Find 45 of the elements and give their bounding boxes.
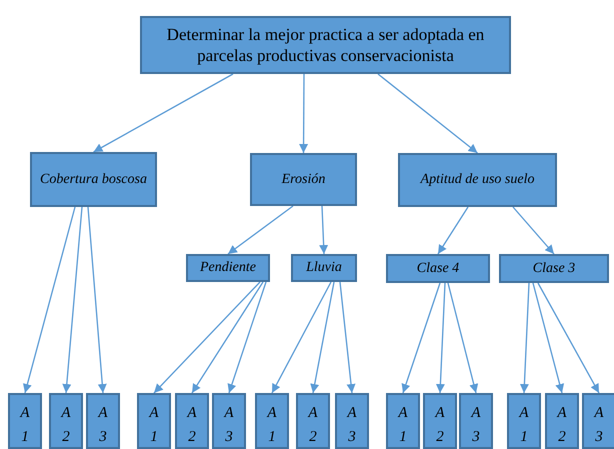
concept-box: A 2 (545, 393, 579, 449)
arrow (271, 282, 332, 394)
arrow (228, 282, 267, 394)
arrow (436, 282, 446, 394)
concept-box: A 1 (8, 393, 42, 449)
arrow (154, 282, 260, 394)
concept-box: Cobertura boscosa (30, 152, 157, 207)
concept-box: Lluvia (291, 254, 357, 282)
arrow (339, 282, 356, 394)
concept-box: A 2 (175, 393, 209, 449)
concept-box: Aptitud de uso suelo (398, 153, 557, 207)
arrow (447, 282, 478, 394)
concept-box: A 3 (212, 393, 246, 449)
concept-box: A 3 (582, 393, 614, 449)
concept-box: A 2 (423, 393, 457, 449)
arrow (228, 205, 294, 255)
arrow (191, 282, 264, 394)
arrow (512, 206, 554, 254)
arrow (402, 282, 441, 394)
arrow (378, 74, 478, 154)
arrow (310, 282, 335, 394)
arrow (537, 282, 600, 394)
arrow (23, 206, 76, 394)
concept-box: Pendiente (186, 254, 270, 282)
concept-box: Determinar la mejor practica a ser adoptada en parcelas productivas conservacionista (140, 16, 511, 74)
concept-box: A 3 (86, 393, 120, 449)
arrow (520, 282, 530, 394)
arrow (437, 206, 469, 254)
concept-box: A 1 (137, 393, 171, 449)
concept-box: A 1 (507, 393, 541, 449)
arrow (93, 73, 234, 153)
concept-box: A 1 (386, 393, 420, 449)
arrow (319, 206, 328, 254)
concept-box: A 2 (49, 393, 83, 449)
concept-box: Clase 3 (499, 254, 609, 283)
arrow (299, 74, 308, 153)
concept-box: A 1 (255, 393, 289, 449)
concept-box: A 2 (296, 393, 330, 449)
concept-box: A 3 (459, 393, 493, 449)
concept-box: Erosión (250, 153, 357, 206)
arrow (62, 206, 83, 394)
concept-box: A 3 (335, 393, 369, 449)
arrow (532, 282, 564, 394)
concept-box: Clase 4 (386, 254, 490, 283)
arrow (87, 206, 107, 394)
